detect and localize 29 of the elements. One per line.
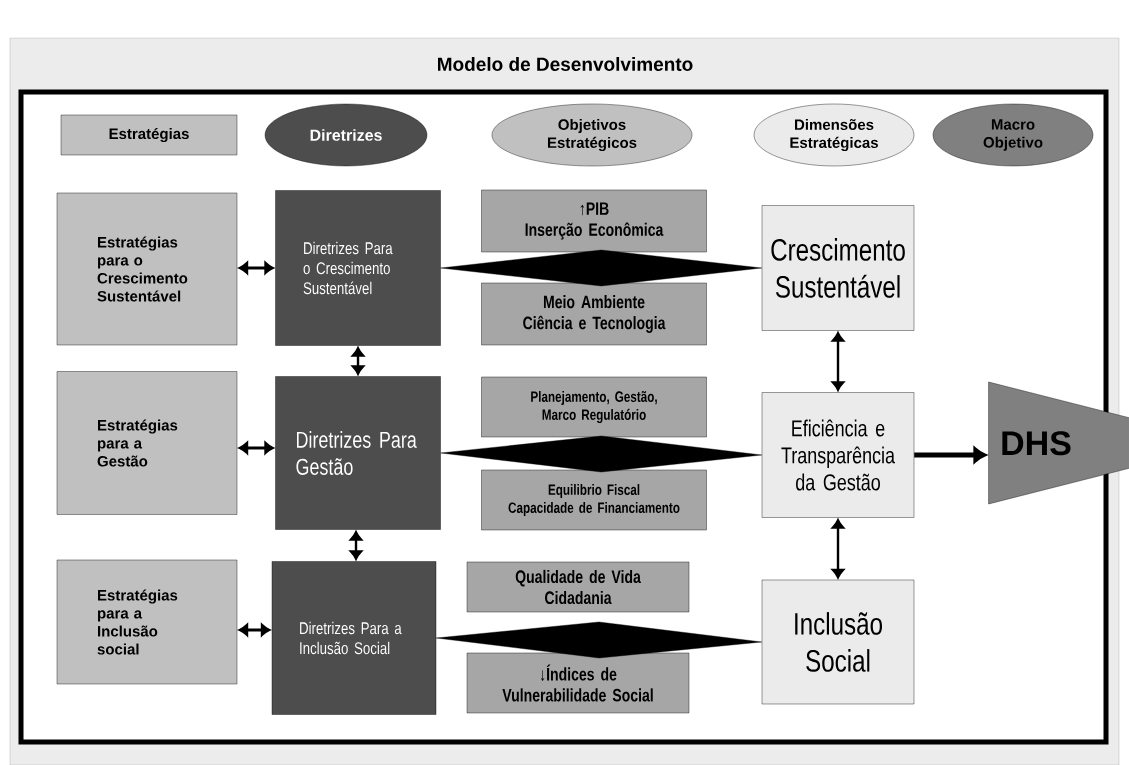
strategy-box: Estratégias para a Inclusão social (56, 559, 238, 685)
objective-box: Meio Ambiente Ciência e Tecnologia (481, 282, 707, 346)
objective-box: Equilibrio Fiscal Capacidade de Financiamento (481, 469, 707, 531)
dimension-box: Crescimento Sustentável (761, 205, 915, 331)
strategy-box: Estratégias para a Gestão (56, 371, 238, 515)
arrow (349, 531, 363, 560)
goal-triangle: DHS (988, 381, 1129, 505)
arrow (831, 519, 845, 579)
arrow (351, 347, 365, 375)
connector-diamond (440, 249, 762, 287)
arrow (238, 441, 274, 455)
arrow (831, 332, 845, 391)
arrow (914, 447, 987, 463)
guideline-box: Diretrizes Para a Inclusão Social (271, 561, 437, 715)
connector-diamond (440, 435, 762, 473)
objective-box: ↑PIB Inserção Econômica (481, 189, 707, 253)
objective-box: Planejamento, Gestão, Marco Regulatório (481, 376, 707, 438)
guideline-box: Diretrizes Para Gestão (275, 376, 441, 530)
title: Modelo de Desenvolvimento (438, 57, 693, 71)
connector-diamond (436, 621, 762, 659)
arrow (238, 261, 274, 275)
guideline-box: Diretrizes Para o Crescimento Sustentável (275, 190, 441, 346)
objective-box: Qualidade de Vida Cidadania (466, 561, 690, 613)
arrow (238, 623, 271, 637)
column-header-box: Estratégias (60, 114, 238, 156)
strategy-box: Estratégias para o Crescimento Sustentável (56, 192, 238, 346)
dimension-box: Inclusão Social (761, 579, 915, 705)
dimension-box: Eficiência e Transparência da Gestão (761, 392, 915, 518)
objective-box: ↓Índices de Vulnerabilidade Social (466, 652, 690, 714)
